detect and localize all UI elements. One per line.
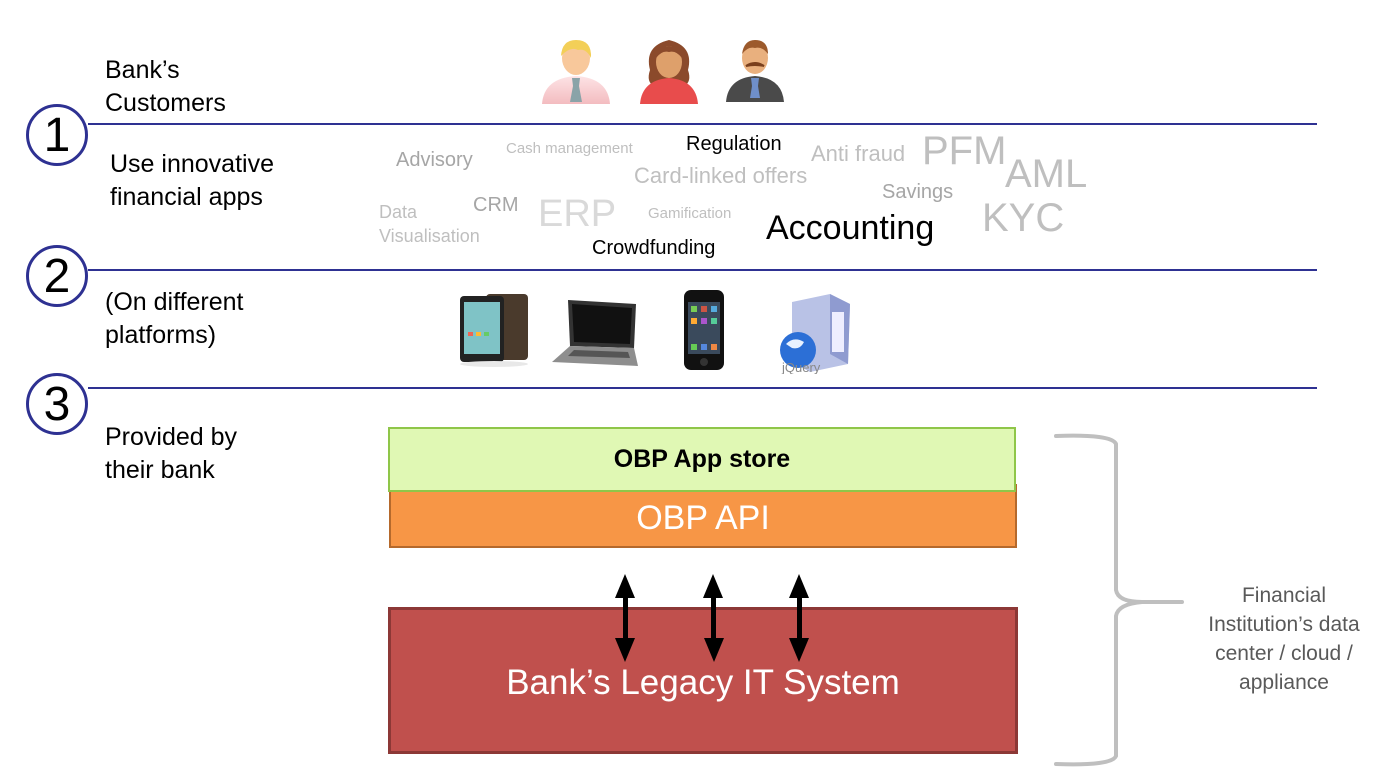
label-line: Use innovative — [110, 150, 274, 178]
smartphone-icon — [684, 290, 724, 370]
note-line: Financial — [1241, 584, 1327, 607]
data-center-note: Financial Institution’s data center / cl… — [1196, 581, 1372, 697]
double-arrow-3 — [789, 574, 809, 662]
obp-api-box: OBP API — [389, 484, 1017, 548]
customer-avatar-woman-icon — [640, 40, 698, 104]
separator-line-3 — [88, 387, 1317, 389]
note-line: appliance — [1239, 671, 1329, 694]
app-tag-kyc: KYC — [982, 196, 1065, 240]
app-tag-crm: CRM — [473, 194, 519, 216]
separator-line-2 — [88, 269, 1317, 271]
label-line: (On different — [105, 288, 244, 316]
app-tag-visualisation: Visualisation — [379, 226, 480, 246]
app-tag-data: Data — [379, 202, 418, 222]
jquery-server-icon: jQuery — [780, 294, 850, 374]
legacy-it-system-label: Bank’s Legacy IT System — [506, 662, 900, 702]
label-line: Customers — [105, 89, 226, 117]
app-tag-accounting: Accounting — [766, 209, 935, 247]
label-line: their bank — [105, 456, 215, 484]
label-innovative-apps: Use innovative financial apps — [110, 148, 274, 214]
app-tag-aml: AML — [1005, 152, 1088, 196]
customer-avatar-moustache-man-icon — [726, 40, 784, 102]
label-line: Bank’s — [105, 56, 180, 84]
app-tag-cash-management: Cash management — [506, 140, 633, 157]
app-tag-gamification: Gamification — [648, 205, 732, 222]
label-platforms: (On different platforms) — [105, 286, 244, 352]
step-1-number: 1 — [43, 108, 71, 162]
laptop-icon — [552, 300, 638, 366]
label-line: Provided by — [105, 423, 238, 451]
data-flow-arrows — [615, 574, 809, 662]
app-tag-crowdfunding: Crowdfunding — [592, 237, 716, 259]
obp-app-store-label: OBP App store — [613, 445, 791, 473]
double-arrow-1 — [615, 574, 635, 662]
step-2-number: 2 — [43, 249, 71, 303]
customer-avatar-blond-man-icon — [542, 40, 610, 104]
app-tag-savings: Savings — [882, 181, 954, 203]
app-tag-pfm: PFM — [922, 129, 1007, 173]
double-arrow-2 — [703, 574, 724, 662]
app-tag-advisory: Advisory — [396, 149, 473, 171]
obp-app-store-box: OBP App store — [388, 427, 1016, 492]
legacy-it-system-box: Bank’s Legacy IT System — [388, 607, 1018, 754]
curly-brace — [1054, 433, 1184, 767]
note-line: center / cloud / — [1215, 642, 1353, 665]
note-line: Institution’s data — [1208, 613, 1360, 636]
label-line: financial apps — [110, 183, 263, 211]
label-line: platforms) — [105, 321, 217, 349]
app-tag-card-linked-offers: Card-linked offers — [634, 163, 808, 188]
label-bank-customers: Bank’s Customers — [105, 54, 226, 120]
step-2-circle: 2 — [26, 245, 88, 307]
app-tag-erp: ERP — [538, 193, 617, 235]
step-3-circle: 3 — [26, 373, 88, 435]
app-tag-regulation: Regulation — [686, 133, 782, 155]
jquery-caption: jQuery — [781, 360, 821, 374]
step-1-circle: 1 — [26, 104, 88, 166]
app-tag-anti-fraud: Anti fraud — [811, 141, 906, 166]
tablet-icon — [460, 294, 528, 367]
label-provided-by-bank: Provided by their bank — [105, 421, 237, 487]
step-3-number: 3 — [43, 377, 71, 431]
separator-line-1 — [88, 123, 1317, 125]
obp-api-label: OBP API — [636, 498, 770, 537]
